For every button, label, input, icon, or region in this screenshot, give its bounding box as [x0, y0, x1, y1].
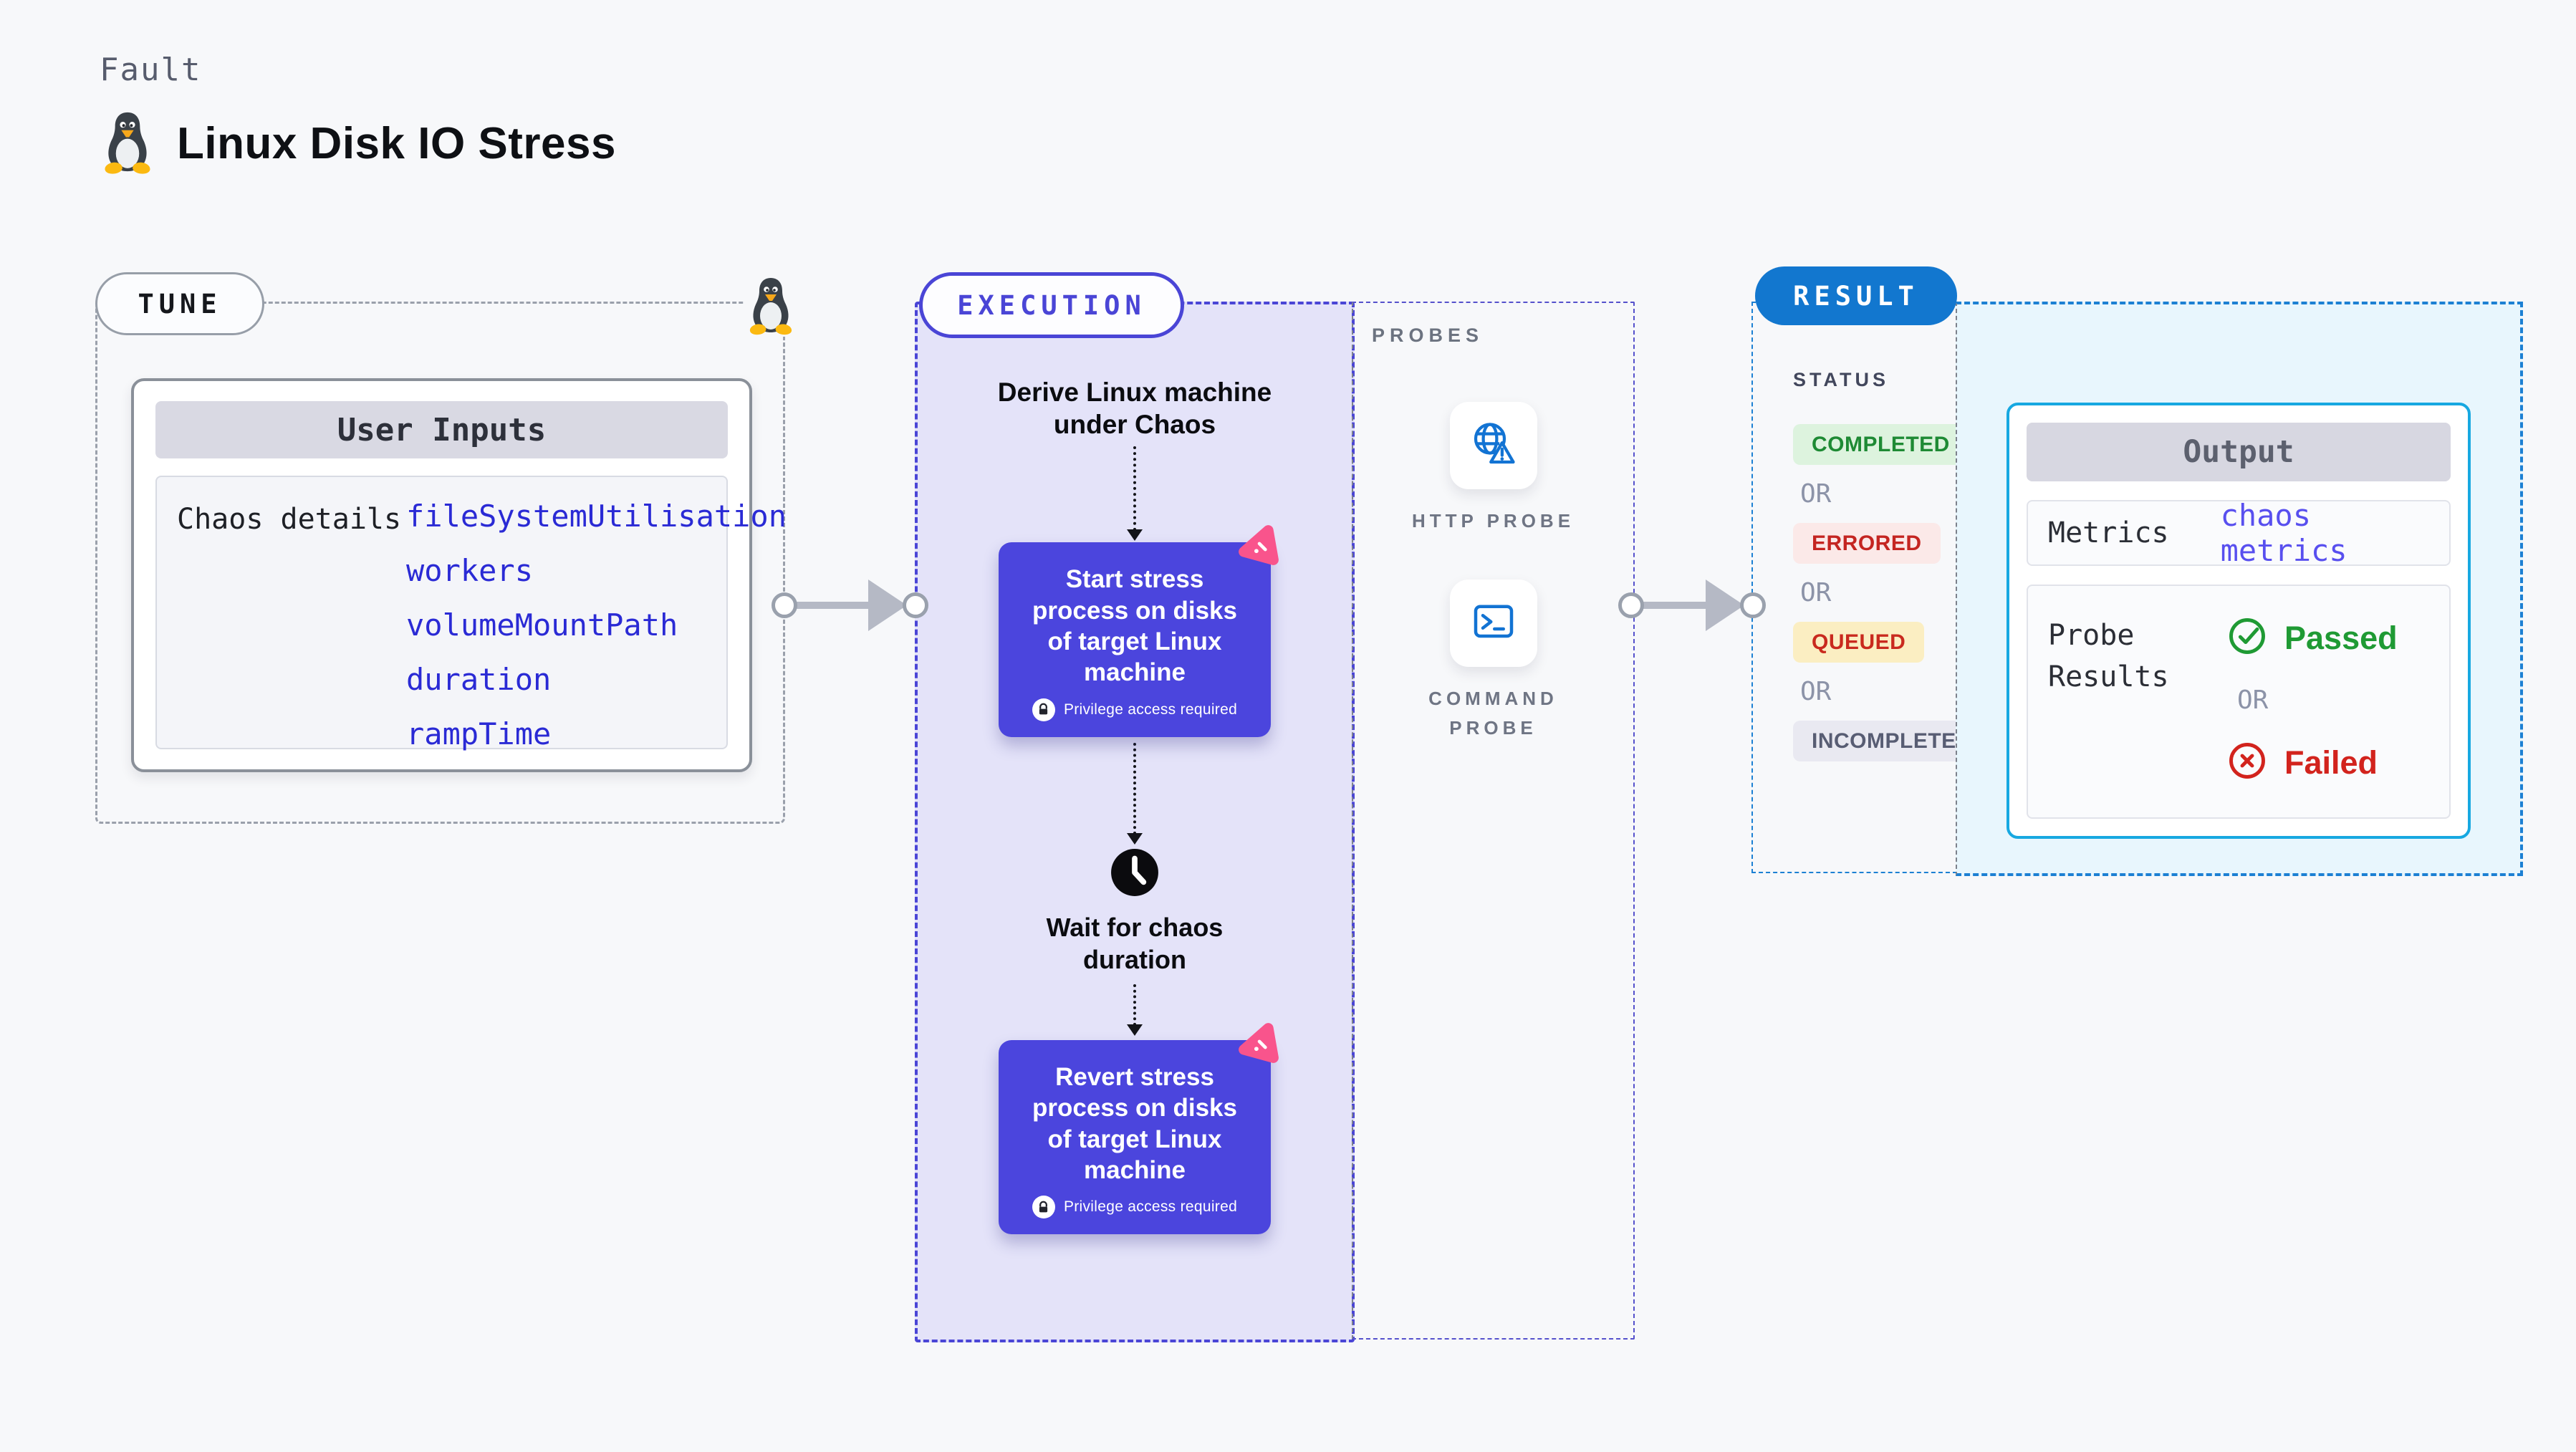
revert-stress-label: Revert stress process on disks of target…: [1032, 1062, 1237, 1184]
status-badge-errored: ERRORED: [1793, 523, 1941, 564]
execution-flow: Derive Linux machine under Chaos Start s…: [918, 304, 1352, 1340]
execution-section-box: Derive Linux machine under Chaos Start s…: [915, 302, 1355, 1342]
probes-panel: PROBES HTTP PROBE: [1352, 302, 1635, 1340]
output-panel: Output Metrics chaos metrics Probe Resul…: [1956, 302, 2523, 876]
page-title-row: Linux Disk IO Stress: [100, 109, 616, 178]
http-probe-label: HTTP PROBE: [1411, 510, 1575, 532]
arrowhead-icon: [868, 580, 907, 631]
clock-icon: [1110, 847, 1160, 901]
globe-alert-icon: [1469, 419, 1519, 473]
user-inputs-body: Chaos details fileSystemUtilisation work…: [155, 476, 787, 751]
connector-dot: [1740, 592, 1766, 618]
privilege-row: Privilege access required: [1017, 1196, 1252, 1219]
status-list: STATUS COMPLETED OR ERRORED OR QUEUED OR…: [1753, 303, 1991, 872]
chaos-params-list: fileSystemUtilisation workers volumeMoun…: [406, 499, 787, 751]
user-inputs-card: User Inputs Chaos details fileSystemUtil…: [131, 378, 787, 772]
probes-label: PROBES: [1372, 324, 1484, 346]
param-link[interactable]: duration: [406, 662, 552, 697]
privilege-label: Privilege access required: [1063, 1198, 1238, 1216]
status-label: STATUS: [1793, 369, 1889, 390]
tune-to-execution-arrow: [772, 578, 928, 633]
connector-dot: [772, 592, 797, 618]
check-circle-icon: [2226, 615, 2269, 661]
chaos-metrics-link[interactable]: chaos metrics: [2220, 498, 2347, 568]
flow-arrow-down: [1127, 984, 1143, 1036]
or-label: OR: [1800, 578, 1832, 607]
probe-results-row: Probe Results Passed OR: [2027, 585, 2451, 819]
chaos-details-label: Chaos details: [177, 503, 402, 536]
passed-line: Passed: [2226, 615, 2398, 661]
flow-arrow-down: [1127, 742, 1143, 845]
probe-results-label: Probe Results: [2048, 619, 2169, 693]
start-stress-label: Start stress process on disks of target …: [1032, 565, 1237, 687]
arrowhead-icon: [1706, 580, 1744, 631]
user-inputs-header: User Inputs: [155, 401, 728, 458]
tune-section-box: [95, 302, 785, 824]
or-label: OR: [1800, 677, 1832, 706]
page-title: Linux Disk IO Stress: [177, 119, 616, 168]
metrics-label: Metrics: [2048, 516, 2169, 549]
output-card-header: Output: [2027, 423, 2451, 481]
output-card: Output Metrics chaos metrics Probe Resul…: [2007, 403, 2471, 839]
failed-line: Failed: [2226, 739, 2378, 786]
execution-to-result-arrow: [1618, 578, 1766, 633]
command-probe-card: [1449, 580, 1537, 668]
param-link[interactable]: workers: [406, 553, 534, 588]
metrics-row: Metrics chaos metrics: [2027, 498, 2451, 568]
connector-dot: [903, 592, 928, 618]
status-badge-completed: COMPLETED: [1793, 424, 1969, 465]
param-link[interactable]: rampTime: [406, 716, 552, 751]
failed-label: Failed: [2284, 744, 2378, 781]
result-pill: RESULT: [1755, 266, 1957, 325]
privilege-row: Privilege access required: [1017, 698, 1252, 721]
or-label: OR: [1800, 479, 1832, 509]
revert-stress-node: Revert stress process on disks of target…: [999, 1040, 1271, 1235]
passed-label: Passed: [2284, 619, 2398, 656]
tux-icon: [100, 109, 155, 178]
connector-line: [794, 602, 871, 609]
status-panel: STATUS COMPLETED OR ERRORED OR QUEUED OR…: [1751, 302, 1991, 873]
status-badge-queued: QUEUED: [1793, 622, 1925, 663]
lock-icon: [1032, 1196, 1055, 1219]
tune-pill: TUNE: [95, 272, 264, 335]
lock-icon: [1032, 698, 1055, 721]
probe-results-values: Passed OR Failed: [2226, 615, 2398, 786]
command-probe-label: COMMAND PROBE: [1428, 688, 1558, 739]
connector-dot: [1618, 592, 1644, 618]
probes-list: HTTP PROBE COMMAND PROBE: [1353, 303, 1633, 1338]
flow-arrow-down: [1127, 446, 1143, 542]
chaos-pinwheel-icon: [1236, 524, 1281, 568]
param-link[interactable]: volumeMountPath: [406, 607, 678, 643]
tux-icon: [744, 274, 798, 337]
terminal-icon: [1469, 597, 1519, 650]
privilege-label: Privilege access required: [1063, 701, 1238, 718]
chaos-pinwheel-icon: [1236, 1021, 1281, 1066]
http-probe-card: [1449, 402, 1537, 489]
execution-pill: EXECUTION: [919, 272, 1184, 338]
connector-line: [1641, 602, 1708, 609]
start-stress-node: Start stress process on disks of target …: [999, 542, 1271, 737]
fault-kicker: Fault: [100, 52, 202, 88]
or-label: OR: [2237, 686, 2269, 715]
x-circle-icon: [2226, 739, 2269, 786]
wait-step-label: Wait for chaos duration: [1046, 912, 1224, 974]
derive-step-label: Derive Linux machine under Chaos: [997, 378, 1272, 440]
param-link[interactable]: fileSystemUtilisation: [406, 499, 787, 534]
